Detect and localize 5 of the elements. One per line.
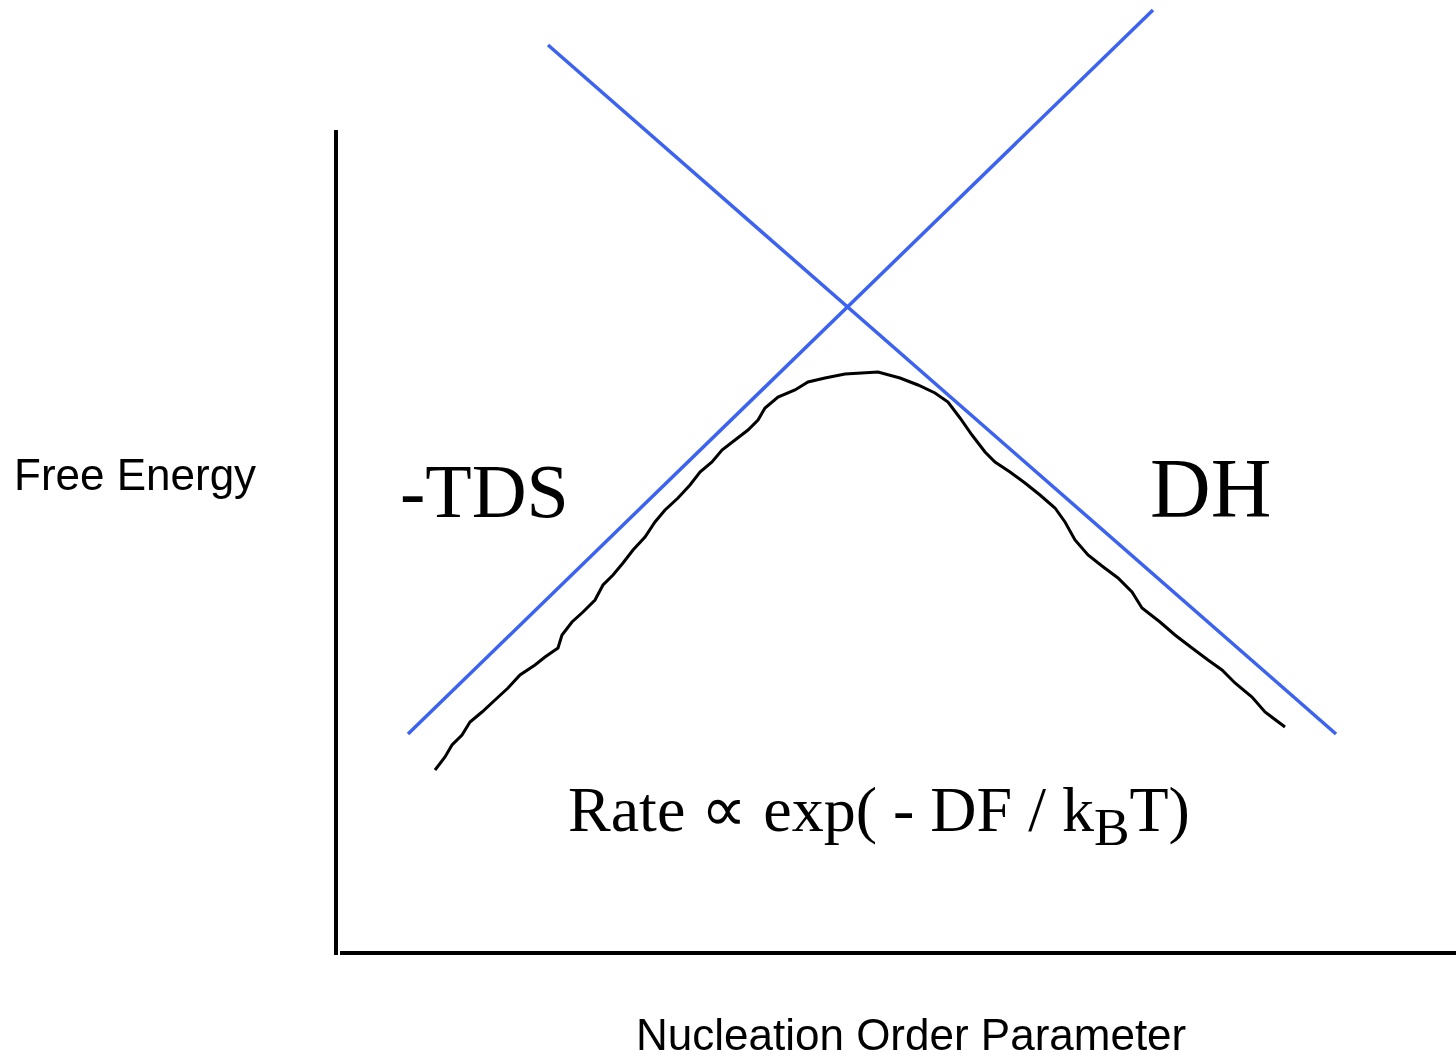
term-label: -TDS [400,448,569,535]
axis-title: Free Energy [14,450,257,500]
term-label: DH [1150,441,1272,537]
formula-label: Rate ∝ exp( - DF / k$_{B}$T) [568,773,1190,858]
axis-title: Nucleation Order Parameter [636,1010,1187,1059]
